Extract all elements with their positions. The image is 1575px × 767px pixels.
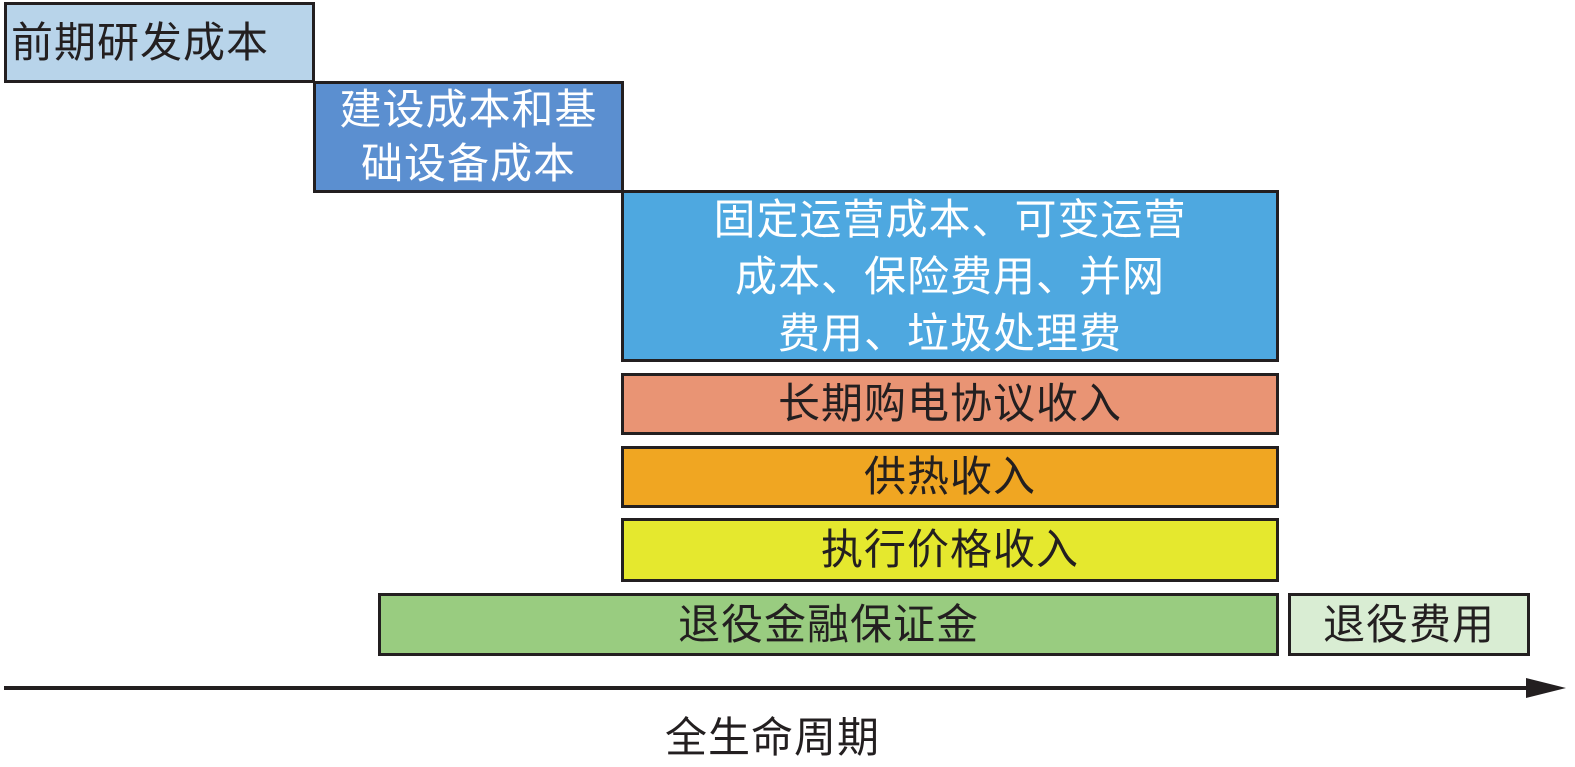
stage-box-operating-cost: 固定运营成本、可变运营 成本、保险费用、并网 费用、垃圾处理费 — [621, 190, 1279, 362]
stage-box-heat-revenue: 供热收入 — [621, 446, 1279, 508]
axis-label: 全生命周期 — [665, 713, 881, 762]
stage-box-ppa-revenue: 长期购电协议收入 — [621, 373, 1279, 435]
stage-box-rd-cost: 前期研发成本 — [4, 2, 315, 83]
stage-box-strike-price-revenue: 执行价格收入 — [621, 518, 1279, 582]
stage-box-decommission-cost: 退役费用 — [1288, 593, 1530, 656]
stage-box-construction-cost: 建设成本和基 础设备成本 — [313, 81, 624, 193]
axis-label-container: 全生命周期 — [0, 710, 1575, 766]
timeline-arrowhead — [1526, 678, 1566, 698]
timeline-arrow — [4, 678, 1566, 698]
stage-box-decommission-guarantee: 退役金融保证金 — [378, 593, 1279, 656]
